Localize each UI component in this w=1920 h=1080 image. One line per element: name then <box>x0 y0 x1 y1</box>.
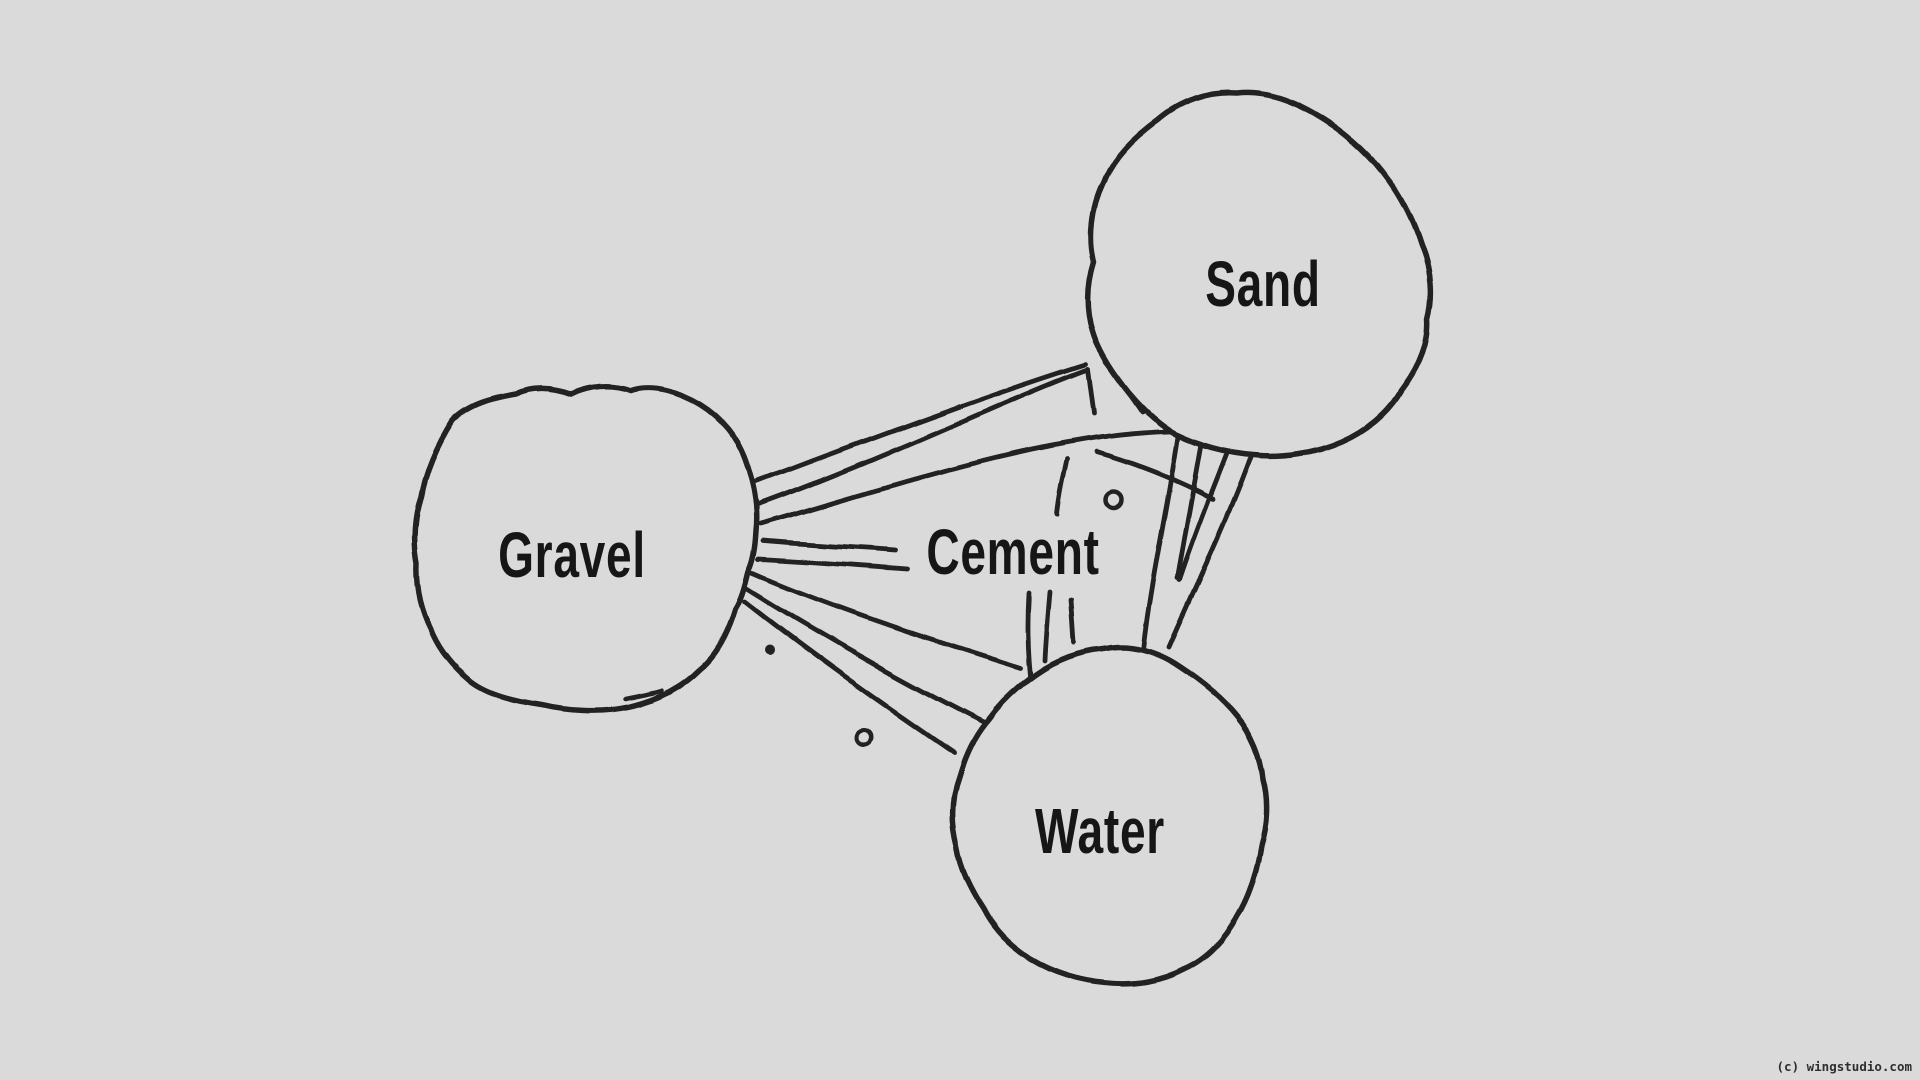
edge-gravel-water <box>742 569 1024 756</box>
water-node-label: Water <box>1035 795 1165 867</box>
small-ring <box>855 728 873 746</box>
edge-gravel-cement <box>756 538 910 572</box>
scatter-decorations <box>765 489 1125 746</box>
small-ring <box>1103 489 1125 511</box>
small-dot <box>765 645 775 655</box>
watermark-text: (c) wingstudio.com <box>1776 1059 1912 1074</box>
cement-node-label: Cement <box>926 516 1100 588</box>
gravel-node-label: Gravel <box>498 519 646 591</box>
sand-blob <box>1085 89 1434 459</box>
water-blob <box>949 644 1270 987</box>
sand-node-label: Sand <box>1205 248 1321 320</box>
sketch-overstroke <box>623 688 665 702</box>
gravel-blob <box>411 383 761 714</box>
edge-sand-water <box>1140 433 1254 653</box>
